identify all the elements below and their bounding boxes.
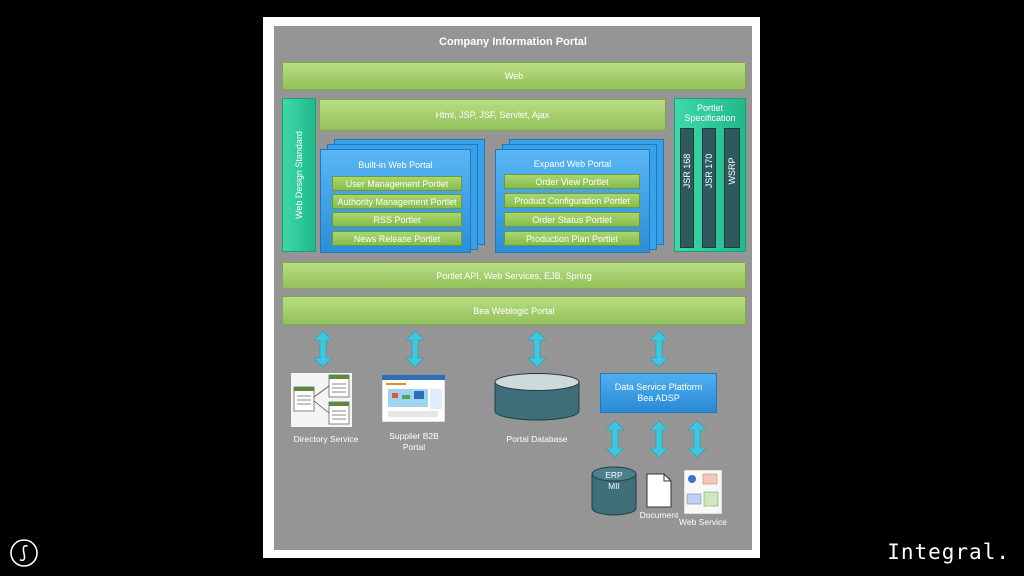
web-service-label: Web Service bbox=[678, 517, 728, 527]
document-label: Document bbox=[639, 510, 679, 520]
erp-database-icon bbox=[591, 466, 637, 516]
double-arrow-icon bbox=[314, 331, 332, 367]
portlet-product-configuration: Product Configuration Portlet bbox=[504, 193, 640, 208]
web-design-standard: Web Design Standard bbox=[282, 98, 316, 252]
supplier-portal-screenshot-icon bbox=[382, 375, 445, 422]
standard-wsrp: WSRP bbox=[724, 128, 740, 248]
expand-portal-title: Expand Web Portal bbox=[533, 159, 612, 169]
weblogic-layer-label: Bea Weblogic Portal bbox=[473, 305, 555, 316]
tech-layer-label: Html, JSP, JSF, Servlet, Ajax bbox=[435, 110, 550, 120]
bea-adsp-label: Bea ADSP bbox=[637, 393, 680, 403]
integral-wordmark: Integral. bbox=[887, 540, 1010, 564]
directory-service-icon bbox=[291, 373, 352, 427]
web-design-standard-label: Web Design Standard bbox=[294, 131, 304, 219]
web-service-icon bbox=[684, 470, 722, 514]
portlet-authority-management: Authority Management Portlet bbox=[332, 194, 462, 209]
erp-line: ERP bbox=[605, 470, 623, 480]
erp-label: ERP MII bbox=[591, 470, 637, 492]
api-layer-label: Portlet API, Web Services, EJB, Spring bbox=[436, 270, 592, 281]
diagram-title: Company Information Portal bbox=[439, 36, 587, 48]
portlet-production-plan: Production Plan Portlet bbox=[504, 231, 640, 246]
portlet-specification-title: Portlet Specification bbox=[684, 103, 736, 123]
double-arrow-icon bbox=[528, 331, 546, 367]
api-layer: Portlet API, Web Services, EJB, Spring bbox=[282, 262, 746, 289]
tech-layer: Html, JSP, JSF, Servlet, Ajax bbox=[319, 99, 666, 131]
standard-jsr168: JSR 168 bbox=[680, 128, 694, 248]
standard-jsr170: JSR 170 bbox=[702, 128, 716, 248]
portlet-user-management: User Management Portlet bbox=[332, 176, 462, 191]
double-arrow-icon bbox=[688, 420, 706, 458]
integral-logo-icon bbox=[10, 539, 38, 567]
portlet-news-release: News Release Portlet bbox=[332, 231, 462, 246]
standard-wsrp-label: WSRP bbox=[727, 157, 737, 185]
directory-service-label: Directory Service bbox=[293, 434, 359, 444]
portlet-rss: RSS Portlet bbox=[332, 212, 462, 227]
data-service-platform-label: Data Service Platform bbox=[614, 382, 703, 392]
portal-database-label: Portal Database bbox=[506, 434, 568, 444]
portlet-order-status: Order Status Portlet bbox=[504, 212, 640, 227]
double-arrow-icon bbox=[650, 331, 668, 367]
standard-jsr168-label: JSR 168 bbox=[682, 153, 692, 189]
portlet-order-view: Order View Portlet bbox=[504, 174, 640, 189]
standard-jsr170-label: JSR 170 bbox=[704, 153, 714, 189]
web-layer-label: Web bbox=[504, 71, 524, 81]
double-arrow-icon bbox=[406, 331, 424, 367]
mii-line: MII bbox=[608, 481, 620, 491]
data-service-platform: Data Service Platform Bea ADSP bbox=[600, 373, 717, 413]
double-arrow-icon bbox=[650, 420, 668, 458]
web-layer: Web bbox=[282, 62, 746, 90]
supplier-portal-label: Supplier B2B Portal bbox=[389, 431, 439, 452]
builtin-portal-title: Built-in Web Portal bbox=[358, 160, 433, 170]
document-icon bbox=[646, 473, 672, 508]
weblogic-layer: Bea Weblogic Portal bbox=[282, 296, 746, 325]
database-cylinder-icon bbox=[494, 373, 580, 421]
double-arrow-icon bbox=[606, 420, 624, 458]
